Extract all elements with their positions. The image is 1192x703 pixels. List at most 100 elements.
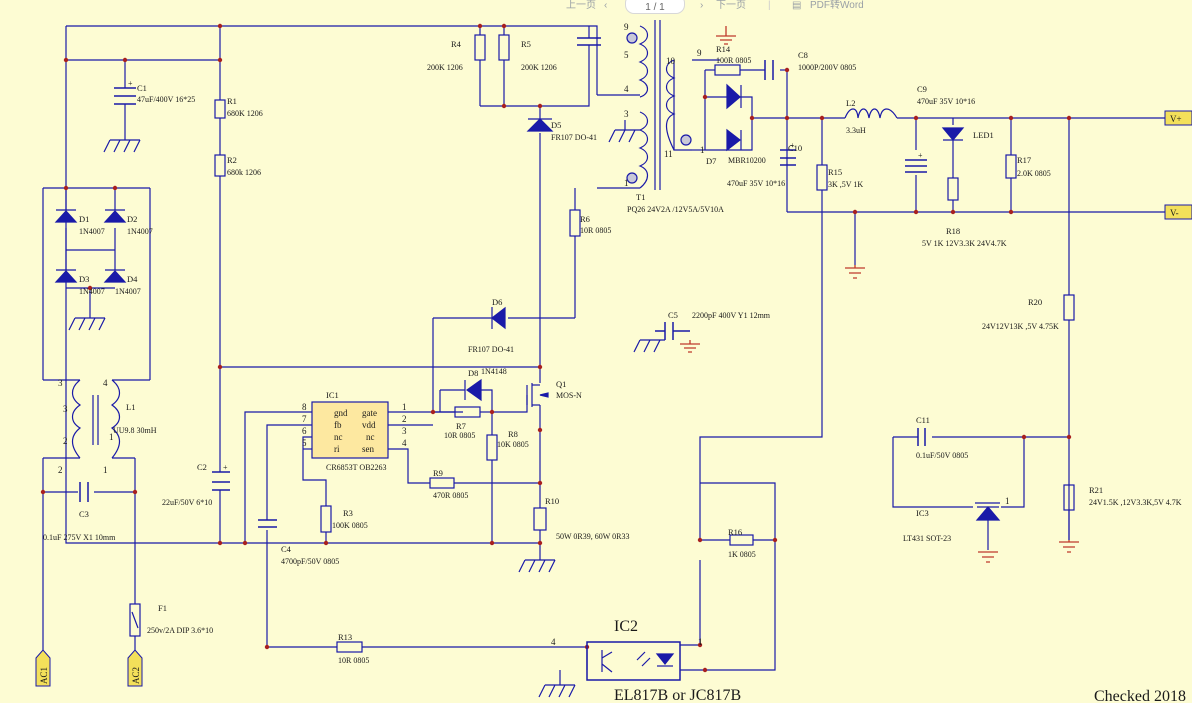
label-D1-ref: D1 <box>79 214 89 224</box>
component-labels: C1 47uF/400V 16*25 R1 680K 1206 R2 680k … <box>39 22 1186 703</box>
label-C9-ref: C9 <box>917 84 927 94</box>
ic1-num-4: 4 <box>402 438 407 448</box>
label-R7-ref: R7 <box>456 421 466 431</box>
pdf-toolbar: 上一页 ‹ 1 / 1 › 下一页 | ▤ PDF转Word <box>0 0 1192 20</box>
ic1-pin-vdd: vdd <box>362 420 376 430</box>
label-R4-val: 200K 1206 <box>427 63 463 72</box>
label-F1-ref: F1 <box>158 603 167 613</box>
resistor-R1 <box>214 99 226 119</box>
label-C5-ref: C5 <box>668 310 678 320</box>
choke-L1 <box>71 379 121 459</box>
label-C8-ref: C8 <box>798 50 808 60</box>
label-C1-ref: C1 <box>137 83 147 93</box>
resistor-R21 <box>1063 484 1075 511</box>
label-AC2: AC2 <box>131 667 141 684</box>
label-C2-ref: C2 <box>197 462 207 472</box>
label-D6-ref: D6 <box>492 297 502 307</box>
page-total: / 1 <box>653 2 665 13</box>
label-R14-ref: R14 <box>716 44 731 54</box>
label-R3-val: 100K 0805 <box>332 521 368 530</box>
ic1-num-2: 2 <box>402 414 407 424</box>
ic1-num-8: 8 <box>302 402 307 412</box>
label-C2-val: 22uF/50V 6*10 <box>162 498 212 507</box>
next-page-button[interactable]: 下一页 <box>716 0 746 11</box>
label-C11-ref: C11 <box>916 415 930 425</box>
capacitors <box>79 37 927 528</box>
label-D6-val: FR107 DO-41 <box>468 345 514 354</box>
label-D5-ref: D5 <box>551 120 561 130</box>
label-R10-ref: R10 <box>545 496 559 506</box>
prev-page-button[interactable]: 上一页 <box>566 0 596 11</box>
ground-symbols <box>68 129 665 698</box>
label-C1-val: 47uF/400V 16*25 <box>137 95 195 104</box>
checked-stamp: Checked 2018 <box>1094 688 1186 703</box>
ic1-pin-gnd: gnd <box>334 408 348 418</box>
resistor-R6 <box>569 209 581 237</box>
resistor-R20 <box>1063 294 1075 321</box>
label-C3-val: 0.1uF 275V X1 10mm <box>43 533 116 542</box>
label-T1-p1: 1 <box>624 178 629 188</box>
label-AC1: AC1 <box>39 667 49 684</box>
pdf-to-word-icon[interactable]: ▤ <box>792 0 802 11</box>
label-R8-ref: R8 <box>508 429 518 439</box>
resistor-R3 <box>320 505 332 533</box>
label-L1-p4: 4 <box>103 378 108 388</box>
label-R9-ref: R9 <box>433 468 443 478</box>
resistor-R14 <box>714 64 741 76</box>
label-R15-ref: R15 <box>828 167 842 177</box>
chevron-left-icon[interactable]: ‹ <box>604 0 608 11</box>
label-R17-val: 2.0K 0805 <box>1017 169 1051 178</box>
power-grounds <box>680 26 1079 563</box>
label-D7-ref: D7 <box>706 156 716 166</box>
label-R1-ref: R1 <box>227 96 237 106</box>
label-T1-val: PQ26 24V2A /12V5A/5V10A <box>627 205 724 214</box>
label-D4-val: 1N4007 <box>115 287 141 296</box>
label-D1-val: 1N4007 <box>79 227 105 236</box>
label-R9-val: 470R 0805 <box>433 491 468 500</box>
ic1-pin-gate: gate <box>362 408 377 418</box>
label-R21-val: 24V1.5K ,12V3.3K,5V 4.7K <box>1089 498 1182 507</box>
diodes <box>54 83 1001 521</box>
label-IC1-ref: IC1 <box>326 390 339 400</box>
resistor-R16 <box>729 534 754 546</box>
svg-text:+: + <box>223 463 228 472</box>
resistor-R5 <box>498 34 510 61</box>
label-IC3-val: LT431 SOT-23 <box>903 534 951 543</box>
label-C5-val: 2200pF 400V Y1 12mm <box>692 311 771 320</box>
page-number-box[interactable]: 1 / 1 <box>625 0 685 14</box>
chevron-right-icon[interactable]: › <box>700 0 704 11</box>
label-R10-val: 50W 0R39, 60W 0R33 <box>556 532 629 541</box>
label-R2-ref: R2 <box>227 155 237 165</box>
label-F1-val: 250v/2A DIP 3.6*10 <box>147 626 213 635</box>
label-D2-ref: D2 <box>127 214 137 224</box>
label-R13-val: 10R 0805 <box>338 656 369 665</box>
label-D7-val: MBR10200 <box>728 156 766 165</box>
resistor-R9 <box>429 477 455 489</box>
fuse-element <box>131 611 139 629</box>
label-IC2-val: EL817B or JC817B <box>614 687 741 703</box>
pdf-to-word-button[interactable]: PDF转Word <box>810 0 864 11</box>
resistor-R18 <box>947 177 959 201</box>
label-R2-val: 680k 1206 <box>227 168 261 177</box>
inductor-L2 <box>844 108 898 119</box>
label-R16-val: 1K 0805 <box>728 550 756 559</box>
label-IC2-p1: 1 <box>698 637 703 647</box>
label-D3-ref: D3 <box>79 274 89 284</box>
page-current[interactable]: 1 <box>645 2 651 13</box>
label-LED1-ref: LED1 <box>973 130 994 140</box>
label-T1-s1: 1 <box>700 145 705 155</box>
label-R20-val: 24V12V13K ,5V 4.75K <box>982 322 1059 331</box>
resistor-R10 <box>533 507 547 531</box>
label-C4-ref: C4 <box>281 544 292 554</box>
label-R13-ref: R13 <box>338 632 352 642</box>
cap-plus-signs: + + + + <box>128 79 923 472</box>
label-IC3-pin1: 1 <box>1005 496 1010 506</box>
label-T1-p3: 3 <box>624 109 629 119</box>
label-R1-val: 680K 1206 <box>227 109 263 118</box>
label-Q1-ref: Q1 <box>556 379 566 389</box>
label-R4-ref: R4 <box>451 39 462 49</box>
label-IC2-ref: IC2 <box>614 618 638 635</box>
label-C11-val: 0.1uF/50V 0805 <box>916 451 968 460</box>
svg-text:+: + <box>918 151 923 160</box>
toolbar-divider: | <box>768 0 771 11</box>
